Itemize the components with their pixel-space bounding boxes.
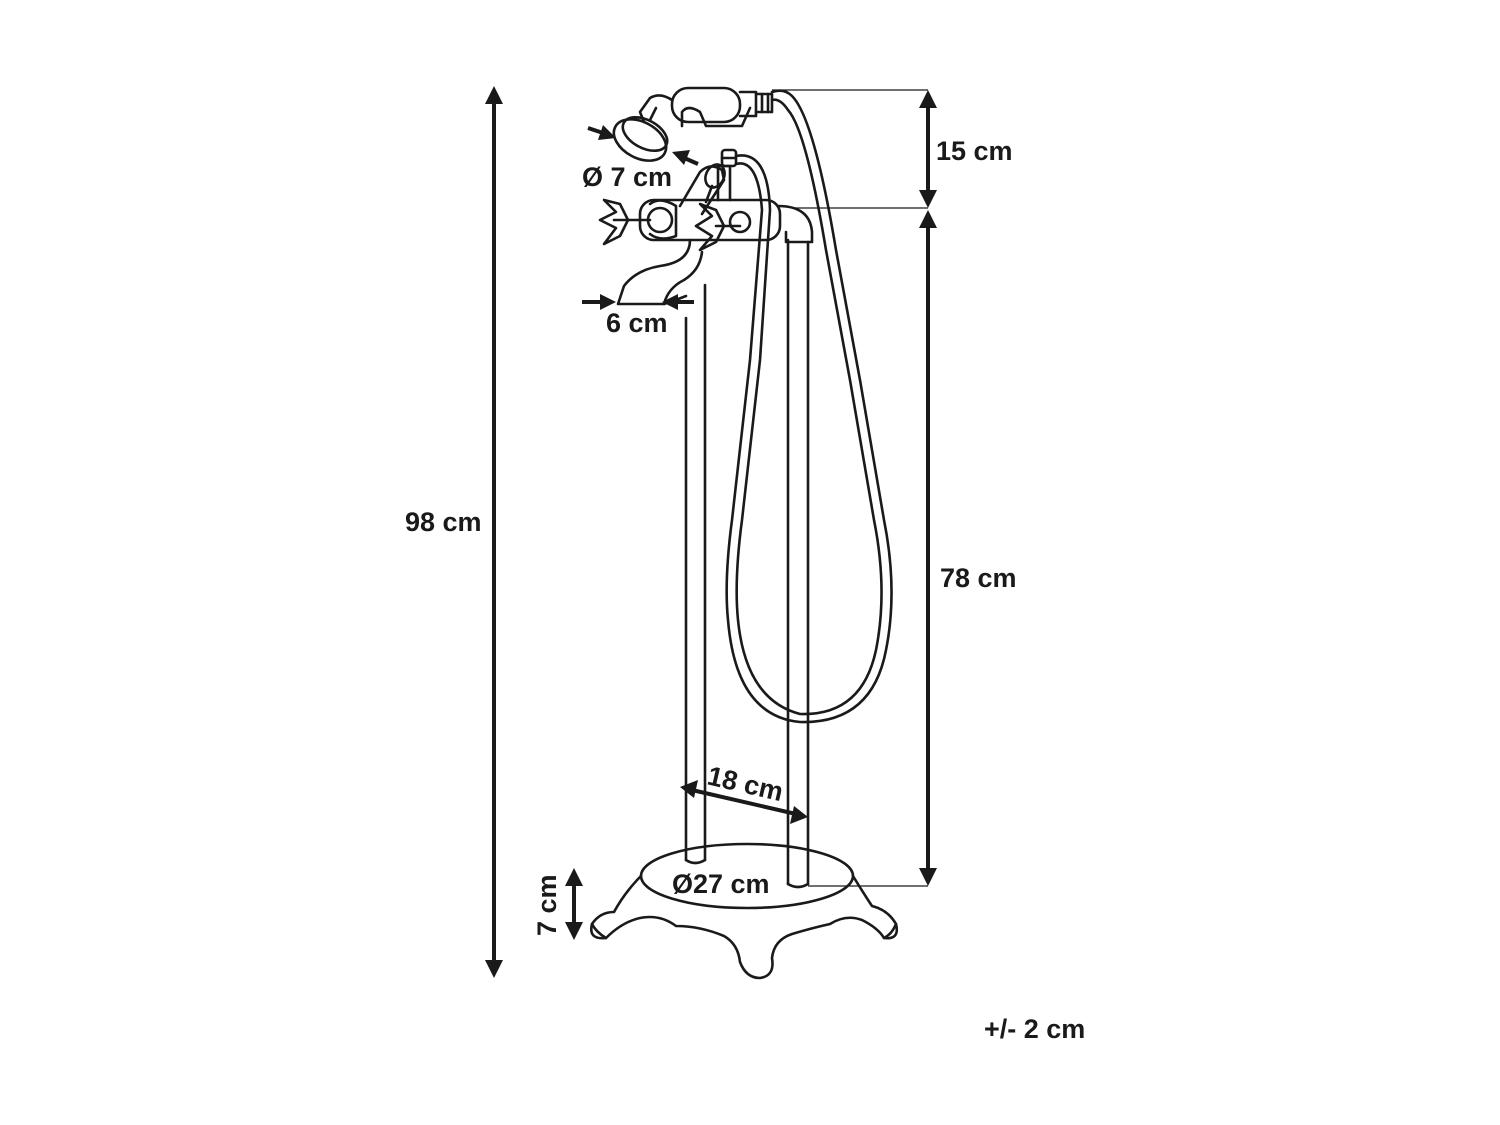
freestanding-bath-faucet-illustration (590, 86, 899, 980)
dimension-handshower-height (772, 89, 937, 209)
left-cross-handle (598, 198, 652, 246)
label-total-height: 98 cm (405, 507, 482, 537)
shower-head (612, 94, 674, 162)
shower-hose (725, 89, 893, 724)
label-spout-width: 6 cm (606, 308, 668, 338)
label-base-height: 7 cm (532, 874, 562, 936)
dimension-base-height (565, 868, 583, 940)
hose-connector (716, 148, 738, 202)
label-column-spacing: 18 cm (705, 761, 786, 807)
dimension-shower-head-diameter (587, 125, 699, 166)
label-column-height: 78 cm (940, 563, 1017, 593)
dimension-spout-width (582, 294, 694, 310)
label-tolerance: +/- 2 cm (984, 1014, 1085, 1044)
dimension-column-spacing (680, 780, 808, 824)
right-column (776, 204, 814, 889)
right-cross-handle (694, 202, 742, 252)
label-handshower-height: 15 cm (936, 136, 1013, 166)
dimension-column-height (808, 210, 937, 887)
handshower-cradle (670, 86, 774, 128)
left-column (684, 283, 707, 865)
base-plate (590, 842, 899, 980)
dimension-total-height (485, 86, 503, 978)
label-shower-head-diameter: Ø 7 cm (582, 162, 672, 192)
spout (616, 238, 704, 306)
label-base-diameter: Ø27 cm (672, 869, 770, 899)
